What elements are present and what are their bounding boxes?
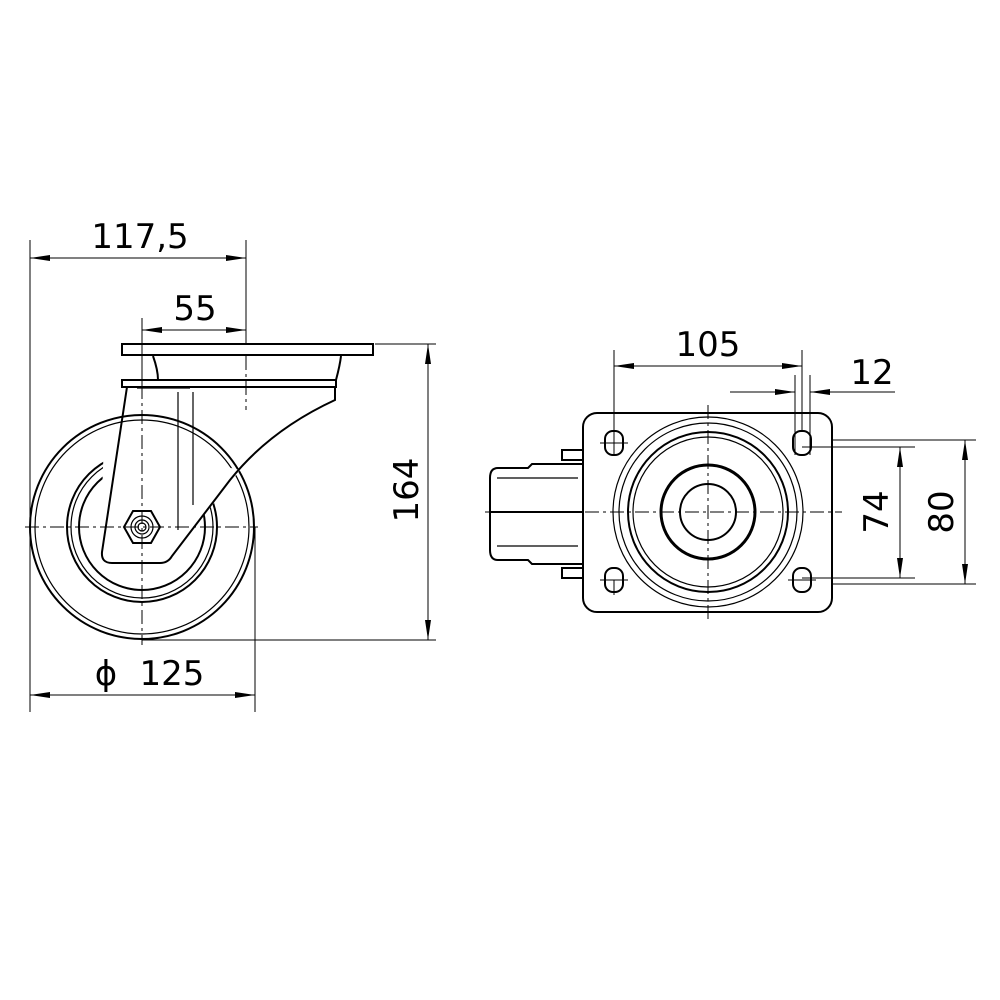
dim-label-80: 80 [922,490,962,533]
dimension-55: 55 [141,289,246,385]
centerlines [25,356,258,645]
dim-label-125: 125 [140,654,205,694]
wheel-side [489,449,584,579]
dim-label-105: 105 [676,325,741,365]
mounting-hole [792,430,812,456]
dim-label-74: 74 [857,490,897,533]
dim-label-12: 12 [850,353,893,393]
dim-label-117-5: 117,5 [91,217,188,257]
dimension-80: 80 [832,439,976,585]
dimension-diameter-125: ϕ 125 [30,527,256,712]
fork-housing [100,386,336,564]
dimension-74: 74 [802,446,915,579]
dim-label-55: 55 [173,289,216,329]
dimension-164: 164 [142,343,436,641]
dim-label-164: 164 [387,458,427,523]
dimension-105: 105 [613,325,803,455]
top-view: 105 12 74 80 [485,325,976,620]
dimension-117-5: 117,5 [29,217,247,712]
diameter-symbol: ϕ [95,654,117,694]
side-view: 117,5 55 164 ϕ 125 [25,217,436,712]
dimension-12: 12 [730,353,895,455]
mounting-plate [121,343,374,388]
centerlines [485,405,842,620]
